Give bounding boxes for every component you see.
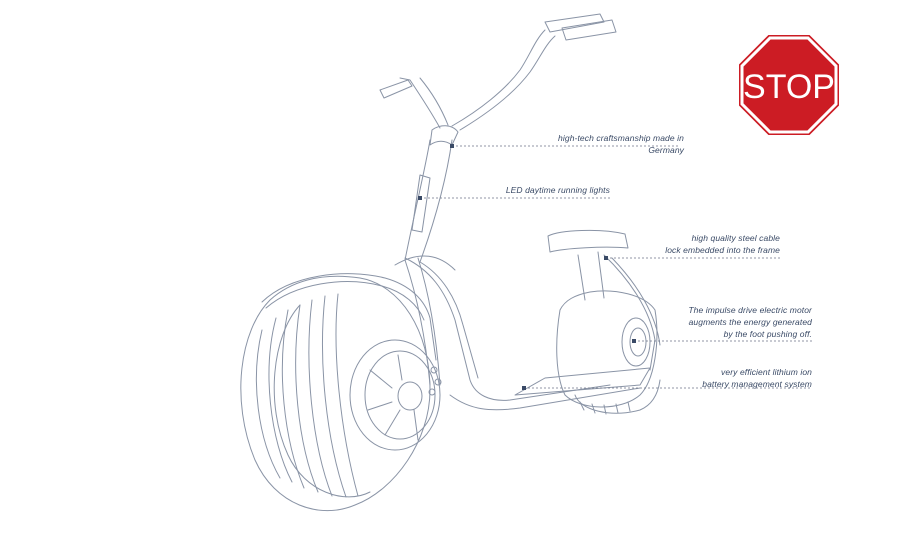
callout-electric-motor: The impulse drive electric motor augment… [660,304,812,340]
leader-dot-2 [418,196,422,200]
callout-text: augments the energy generated [688,317,812,327]
callout-led-lights: LED daytime running lights [482,184,610,196]
callout-text: by the foot pushing off. [723,329,812,339]
front-wheel [240,275,441,512]
callout-battery: very efficient lithium ion battery manag… [690,366,812,390]
callout-cable-lock: high quality steel cable lock embedded i… [640,232,780,256]
callout-text: high-tech craftsmanship made in Germany [558,133,684,155]
stop-sign: STOP [737,33,841,137]
callout-text: lock embedded into the frame [665,245,780,255]
callout-text: very efficient lithium ion [721,367,812,377]
callout-text: battery management system [702,379,812,389]
leader-dot-4 [632,339,636,343]
callout-craftsmanship: high-tech craftsmanship made in Germany [524,132,684,156]
callout-text: high quality steel cable [691,233,780,243]
callout-text: The impulse drive electric motor [688,305,812,315]
leader-dot-5 [522,386,526,390]
stop-sign-text: STOP [743,68,835,106]
leader-dot-1 [450,144,454,148]
leader-dot-3 [604,256,608,260]
callout-text: LED daytime running lights [505,185,610,195]
